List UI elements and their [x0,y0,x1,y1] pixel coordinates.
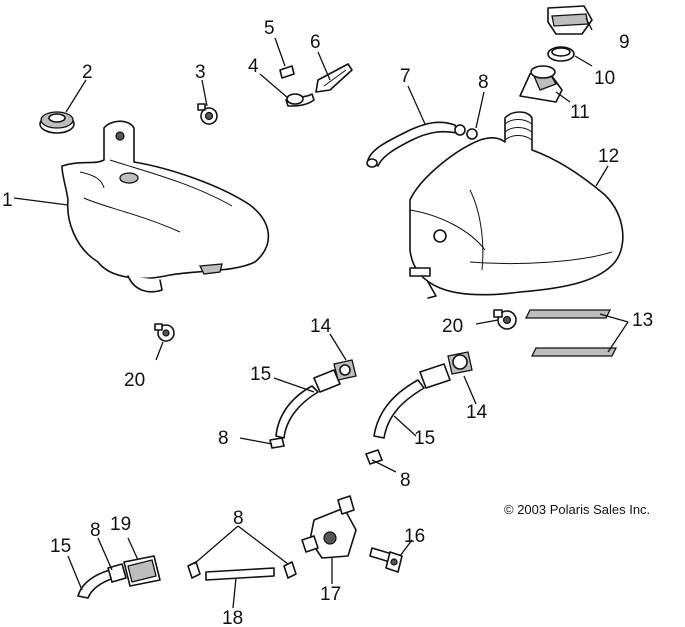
bolt-part [369,547,403,573]
clip-part [285,93,315,107]
copyright-text: © 2003 Polaris Sales Inc. [504,502,650,517]
callout-8: 8 [90,520,101,541]
fuel-cap [547,5,593,35]
cap-seal [547,46,575,62]
callout-13: 13 [632,310,653,331]
fastener-nut-top [197,103,218,125]
callout-8: 8 [218,428,229,449]
callout-11: 11 [570,102,590,123]
callout-labels: 1 2 3 4 5 6 7 8 9 10 11 12 13 14 15 20 2… [2,18,653,627]
inline-filter-assembly [77,555,161,599]
callout-20: 20 [124,370,145,391]
callout-8: 8 [478,72,489,93]
washer-part [279,65,295,79]
callout-17: 17 [320,584,341,605]
fuel-tank-left [61,120,270,293]
callout-9: 9 [619,32,630,53]
callout-4: 4 [248,56,259,77]
vent-hose [366,121,458,168]
callout-14: 14 [466,402,488,423]
callout-6: 6 [310,32,321,53]
callout-7: 7 [400,66,411,87]
bracket-part [315,63,353,93]
fastener-nut-left [154,323,175,342]
callout-15: 15 [250,364,271,385]
callout-8: 8 [233,508,244,529]
filler-neck [519,65,563,103]
callout-3: 3 [195,62,206,83]
callout-10: 10 [594,68,615,89]
callout-20: 20 [442,316,463,337]
hose-section [187,561,297,581]
callout-15: 15 [414,428,435,449]
grommet-part [39,111,75,134]
decal-strips [524,309,618,357]
hose-clamp-left [269,437,285,449]
callout-15: 15 [50,536,71,557]
fuel-hose-left [275,359,357,439]
callout-14: 14 [310,316,332,337]
hose-clamp-right [365,449,383,465]
callout-8: 8 [400,470,411,491]
leader-lines [13,17,629,609]
hose-clamp-top [454,124,478,140]
callout-18: 18 [222,608,243,627]
callout-12: 12 [598,146,619,167]
fuel-tank-right [409,111,624,299]
callout-1: 1 [2,190,13,211]
callout-2: 2 [82,62,93,83]
callout-16: 16 [404,526,425,547]
callout-19: 19 [110,514,131,535]
callout-5: 5 [264,18,275,39]
fuel-hose-right [373,351,473,439]
fuel-valve [301,495,357,559]
